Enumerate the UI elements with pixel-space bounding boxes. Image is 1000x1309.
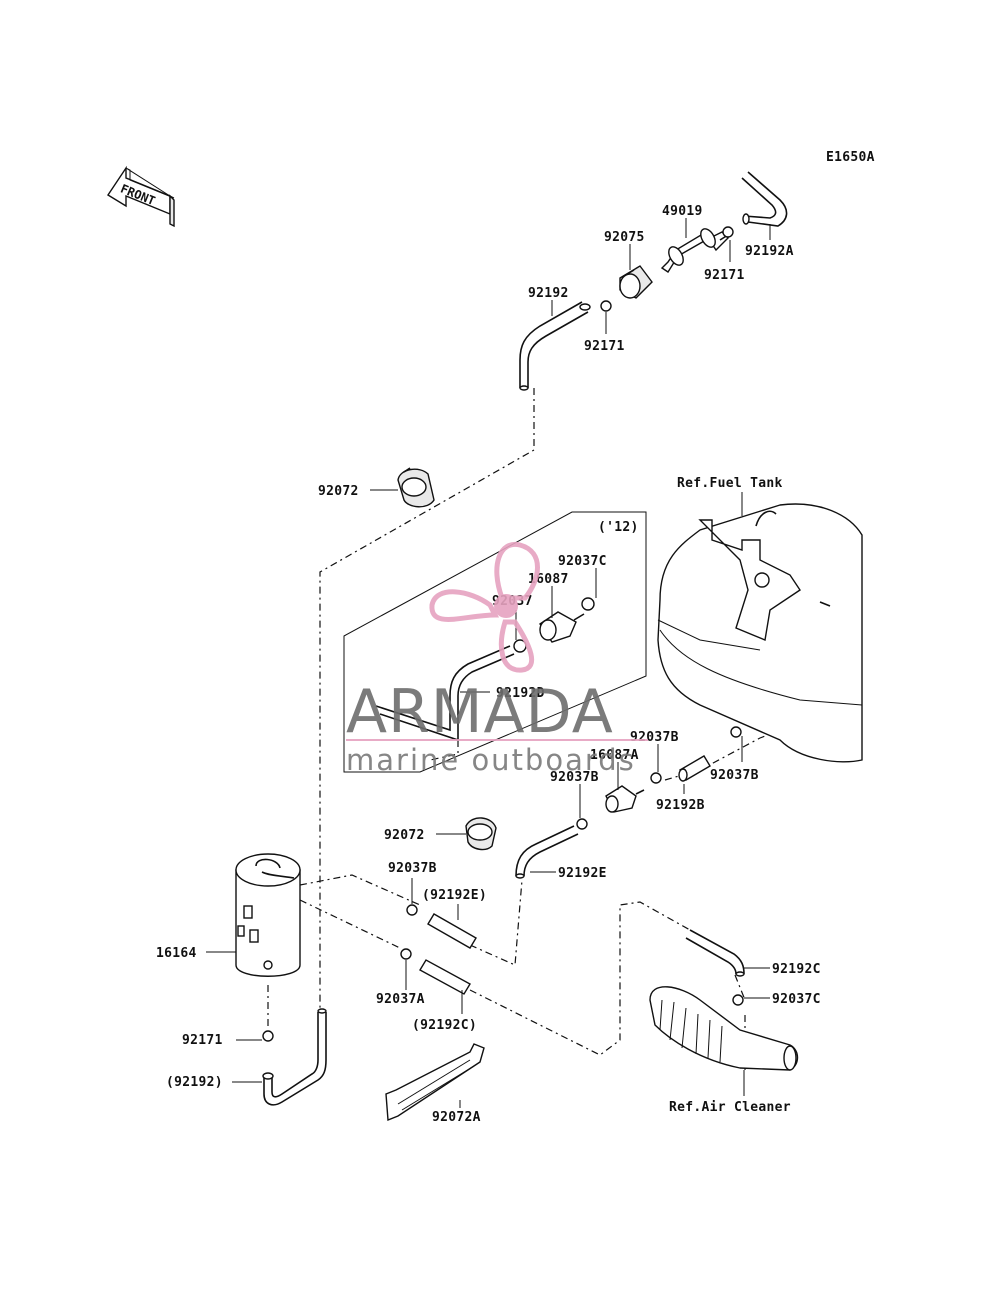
label-92072A: 92072A xyxy=(432,1110,481,1125)
label-92072-mid: 92072 xyxy=(384,828,425,843)
leader-lines xyxy=(206,218,771,1108)
hose-92192E xyxy=(515,825,579,879)
clamp-92171-bottom xyxy=(262,1030,274,1042)
clamp-92072-top xyxy=(397,467,435,508)
variant-box-label: ('12) xyxy=(598,520,639,535)
label-92037B-a: 92037B xyxy=(630,730,679,745)
hose-92192E-paren xyxy=(427,913,477,949)
label-49019: 49019 xyxy=(662,204,703,219)
fuel-tank xyxy=(657,503,863,763)
label-92171-mid: 92171 xyxy=(584,339,625,354)
clamps-92037B xyxy=(406,726,742,916)
hose-92192-top xyxy=(519,301,591,391)
label-16087A: 16087A xyxy=(590,748,639,763)
fuel-filter-49019 xyxy=(660,228,729,273)
valve-16087A xyxy=(605,785,645,813)
propeller-icon xyxy=(429,541,540,673)
label-92075: 92075 xyxy=(604,230,645,245)
propeller-hub-icon xyxy=(494,594,518,618)
logo-name: ARMADA xyxy=(346,677,614,747)
ref-fuel-tank: Ref.Fuel Tank xyxy=(677,476,783,491)
diagram-code: E1650A xyxy=(826,150,875,165)
clamp-92037C-box xyxy=(581,597,595,611)
label-92192E-paren: (92192E) xyxy=(422,888,487,903)
label-92192C: 92192C xyxy=(772,962,821,977)
clamp-92037C-bottom xyxy=(732,994,744,1006)
label-92037A: 92037A xyxy=(376,992,425,1007)
armada-logo: ARMADA marine outboards xyxy=(346,541,648,777)
valve-16087 xyxy=(539,611,585,643)
hose-92192C-paren xyxy=(419,959,471,995)
label-92037C-bottom: 92037C xyxy=(772,992,821,1007)
label-92192A: 92192A xyxy=(745,244,794,259)
label-92072-top: 92072 xyxy=(318,484,359,499)
variant-box xyxy=(343,511,647,773)
air-cleaner-duct xyxy=(649,986,799,1071)
logo-tagline: marine outboards xyxy=(346,743,636,777)
hose-92192A xyxy=(741,171,788,227)
label-92192D: 92192D xyxy=(496,686,545,701)
label-92192-paren: (92192) xyxy=(166,1075,223,1090)
clamp-92075 xyxy=(619,265,653,299)
label-92037B-d: 92037B xyxy=(388,861,437,876)
hose-92192B xyxy=(678,755,711,782)
label-92192E: 92192E xyxy=(558,866,607,881)
label-92192C-paren: (92192C) xyxy=(412,1018,477,1033)
clamp-92072-mid xyxy=(465,817,497,851)
label-92192B: 92192B xyxy=(656,798,705,813)
canister-16164 xyxy=(235,853,301,977)
hose-92192-bottom xyxy=(262,1008,327,1106)
label-92037B-b: 92037B xyxy=(550,770,599,785)
strap-92072A xyxy=(385,1043,485,1122)
front-arrow-icon: FRONT xyxy=(107,165,175,228)
label-92037C-top: 92037C xyxy=(558,554,607,569)
hose-92192C xyxy=(685,929,745,977)
clamp-92037A xyxy=(400,948,412,960)
label-16164: 16164 xyxy=(156,946,197,961)
ref-air-cleaner: Ref.Air Cleaner xyxy=(669,1100,791,1115)
hose-92192D xyxy=(375,645,515,761)
label-92171-top: 92171 xyxy=(704,268,745,283)
label-92192-top: 92192 xyxy=(528,286,569,301)
label-92037B-c: 92037B xyxy=(710,768,759,783)
label-92171-bottom: 92171 xyxy=(182,1033,223,1048)
clamp-92171-top xyxy=(600,226,734,312)
